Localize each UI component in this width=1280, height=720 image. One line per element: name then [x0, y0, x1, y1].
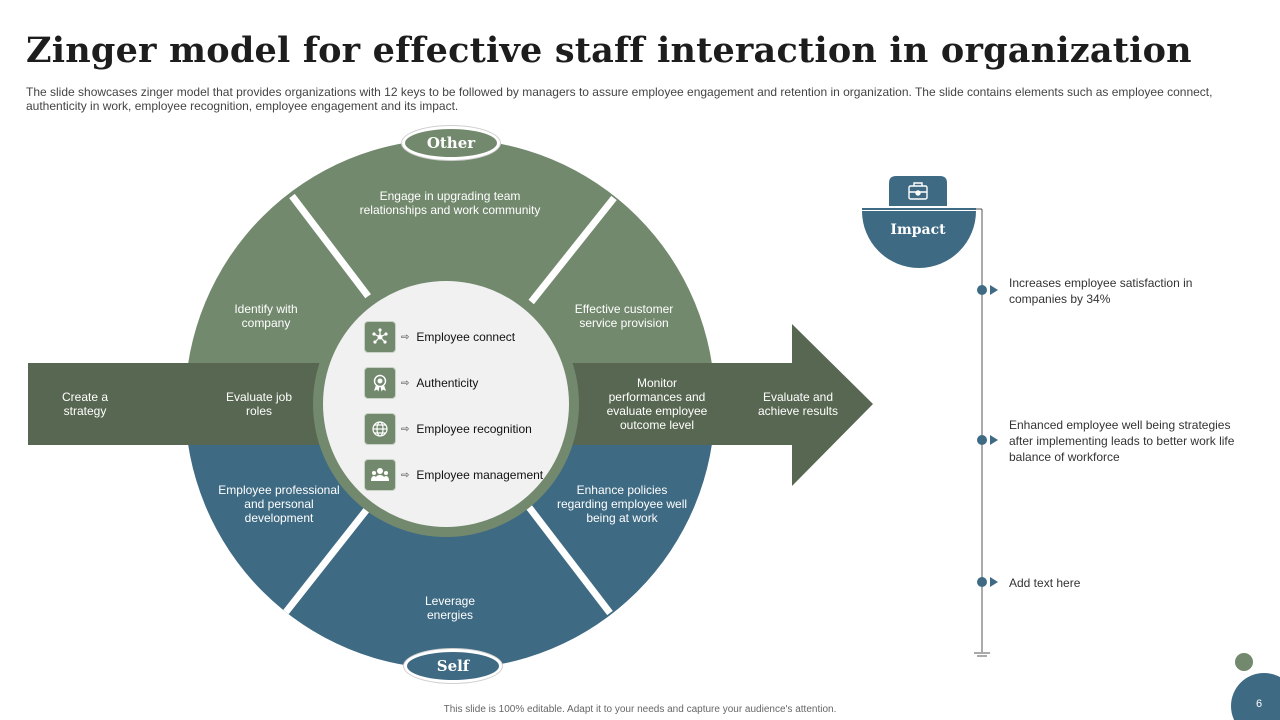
segment-lower-right-label: Enhance policies regarding employee well…	[556, 483, 688, 525]
arrow-bullet-icon: ⇨	[401, 423, 410, 435]
network-icon	[364, 321, 396, 353]
impact-marker-1	[977, 285, 998, 295]
segment-upper-right-label: Effective customer service provision	[574, 302, 674, 330]
page-number-circle	[1231, 673, 1280, 720]
impact-item-1: Increases employee satisfaction in compa…	[1009, 276, 1193, 306]
arrow-start-label: Create a strategy	[61, 390, 109, 418]
impact-item-2: Enhanced employee well being strategies …	[1009, 418, 1235, 464]
impact-marker-3	[977, 577, 998, 587]
arrow-end-label: Evaluate and achieve results	[757, 390, 839, 418]
arrow-bullet-icon: ⇨	[401, 469, 410, 481]
footer-note: This slide is 100% editable. Adapt it to…	[443, 704, 837, 715]
center-item-label: Employee management	[416, 468, 544, 482]
globe-icon	[364, 413, 396, 445]
badge-self: Self	[404, 649, 502, 683]
impact-marker-2	[977, 435, 998, 445]
center-item-label: Employee connect	[416, 330, 516, 344]
impact-label: Impact	[890, 222, 946, 238]
center-item-employee-management: ⇨ Employee management	[364, 459, 543, 491]
center-item-authenticity: ⇨ Authenticity	[364, 367, 478, 399]
segment-upper-left-label: Identify with company	[234, 302, 298, 330]
team-icon	[364, 459, 396, 491]
slide-subtitle: The slide showcases zinger model that pr…	[26, 85, 1213, 113]
arrow-band-left-cap	[185, 363, 189, 445]
center-item-label: Authenticity	[416, 376, 479, 390]
decor-small-circle	[1235, 653, 1253, 671]
segment-top-label: Engage in upgrading team relationships a…	[359, 189, 541, 217]
page-number: 6	[1256, 698, 1263, 710]
arrow-bullet-icon: ⇨	[401, 377, 410, 389]
impact-half-circle	[862, 211, 976, 268]
segment-lower-left-label: Employee professional and personal devel…	[218, 483, 340, 525]
center-item-employee-connect: ⇨ Employee connect	[364, 321, 515, 353]
segment-mid-left-label: Evaluate job roles	[225, 390, 293, 418]
segment-mid-right-label: Monitor performances and evaluate employ…	[606, 376, 708, 432]
center-item-employee-recognition: ⇨ Employee recognition	[364, 413, 532, 445]
badge-other: Other	[402, 126, 500, 160]
slide-title: Zinger model for effective staff interac…	[26, 30, 1192, 71]
center-item-label: Employee recognition	[416, 422, 532, 436]
impact-item-3: Add text here	[1009, 576, 1081, 590]
arrow-bullet-icon: ⇨	[401, 331, 410, 343]
briefcase-icon	[908, 182, 928, 200]
award-icon	[364, 367, 396, 399]
segment-bottom-label: Leverage energies	[424, 594, 476, 622]
